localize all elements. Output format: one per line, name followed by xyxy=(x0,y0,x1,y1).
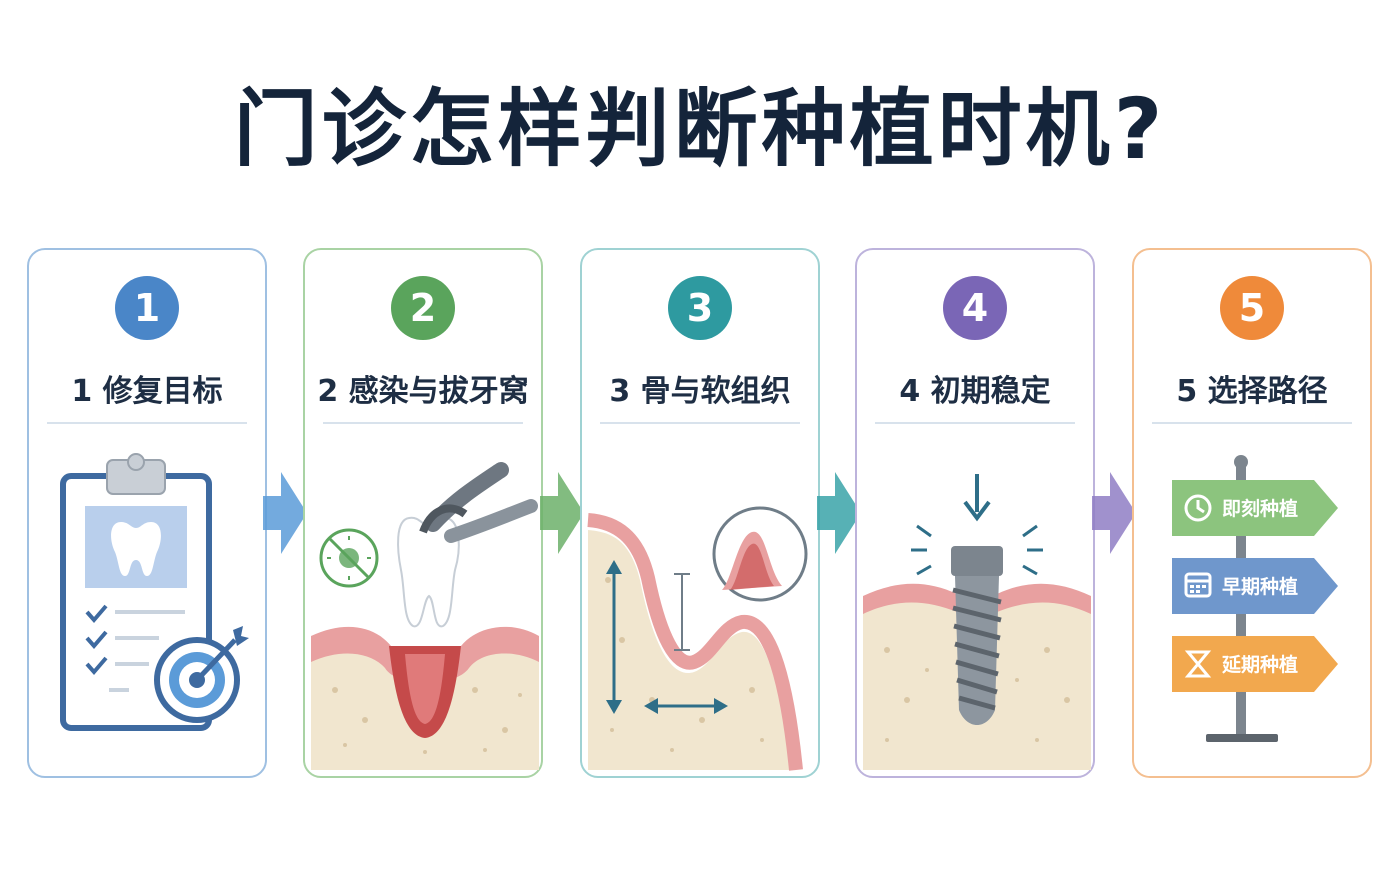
step-number-4: 4 xyxy=(943,276,1007,340)
step-number-1: 1 xyxy=(115,276,179,340)
step-label-3: 3 骨与软组织 xyxy=(609,374,791,409)
signpost-paths-icon: 即刻种植 早期种植 延期种植 xyxy=(1172,455,1338,742)
divider xyxy=(323,422,523,424)
clipboard-tooth-target-icon xyxy=(60,453,249,731)
flow-arrow-2 xyxy=(540,472,584,554)
flow-arrow-1 xyxy=(263,472,307,554)
bone-soft-tissue-measure-icon xyxy=(587,506,808,771)
step-label-2: 2 感染与拔牙窝 xyxy=(317,374,529,409)
sign-immediate: 即刻种植 xyxy=(1222,497,1298,520)
step-number-5: 5 xyxy=(1220,276,1284,340)
step-card-2: 2 2 感染与拔牙窝 xyxy=(303,248,543,778)
step-card-1: 1 1 修复目标 xyxy=(27,248,267,778)
page-title: 门诊怎样判断种植时机? xyxy=(233,80,1167,178)
flow-arrow-4 xyxy=(1092,472,1136,554)
step-number-2: 2 xyxy=(391,276,455,340)
step-number-3: 3 xyxy=(668,276,732,340)
step-label-4: 4 初期稳定 xyxy=(899,374,1051,409)
forceps-extraction-no-infection-icon xyxy=(311,462,539,770)
hourglass-icon xyxy=(1184,650,1212,678)
sign-delayed: 延期种植 xyxy=(1221,653,1298,676)
step-card-3: 3 3 骨与软组织 xyxy=(580,248,820,778)
divider xyxy=(1152,422,1352,424)
divider xyxy=(47,422,247,424)
divider xyxy=(600,422,800,424)
step-card-5: 5 5 选择路径 即刻种植 早期种植 延期种植 xyxy=(1132,248,1372,778)
clock-icon xyxy=(1184,494,1212,522)
sign-early: 早期种植 xyxy=(1222,575,1298,598)
step-label-1: 1 修复目标 xyxy=(71,374,223,409)
flow-arrow-3 xyxy=(817,472,861,554)
implant-screw-stability-icon xyxy=(863,474,1091,770)
step-card-4: 4 4 初期稳定 xyxy=(855,248,1095,778)
calendar-icon xyxy=(1184,572,1212,598)
divider xyxy=(875,422,1075,424)
step-label-5: 5 选择路径 xyxy=(1176,374,1328,409)
